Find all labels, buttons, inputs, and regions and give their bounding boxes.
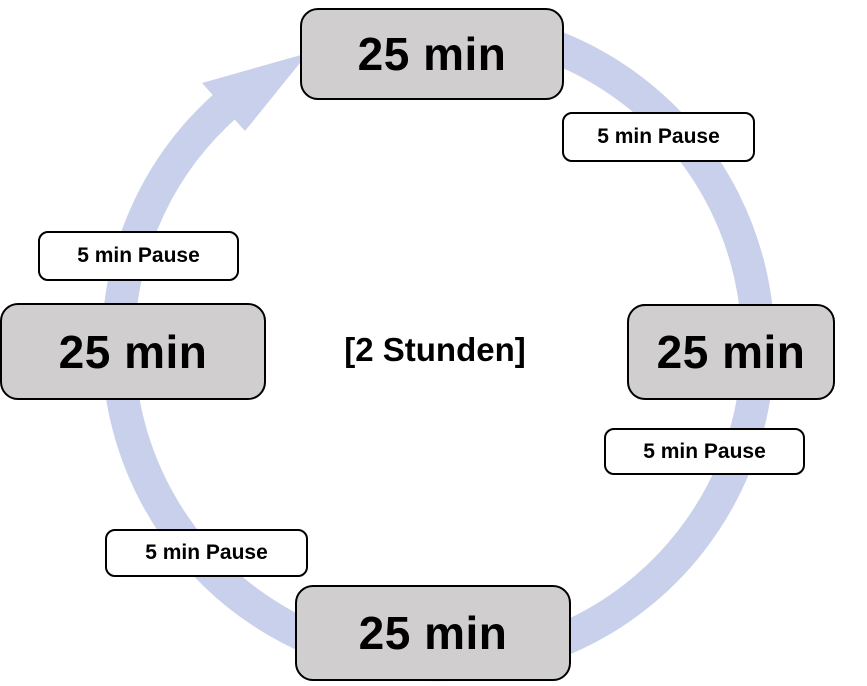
pause-block-bottom-left: 5 min Pause (105, 529, 308, 577)
work-block-right: 25 min (627, 304, 835, 400)
work-block-left: 25 min (0, 303, 266, 400)
pause-block-top-left: 5 min Pause (38, 231, 239, 281)
pause-block-top-right-label: 5 min Pause (597, 125, 720, 148)
work-block-top-label: 25 min (357, 28, 507, 80)
work-block-bottom: 25 min (295, 585, 571, 681)
work-block-right-label: 25 min (656, 326, 806, 378)
total-duration-label: [2 Stunden] (344, 331, 526, 368)
pause-block-bottom-left-label: 5 min Pause (145, 541, 268, 564)
pause-block-bottom-right-label: 5 min Pause (643, 439, 766, 463)
work-block-left-label: 25 min (58, 325, 208, 378)
cycle-arrow-head (202, 53, 308, 131)
pause-block-top-left-label: 5 min Pause (77, 244, 200, 267)
pause-block-top-right: 5 min Pause (562, 112, 755, 162)
pause-block-bottom-right: 5 min Pause (604, 428, 805, 475)
work-block-bottom-label: 25 min (358, 607, 508, 659)
work-block-top: 25 min (300, 8, 564, 100)
